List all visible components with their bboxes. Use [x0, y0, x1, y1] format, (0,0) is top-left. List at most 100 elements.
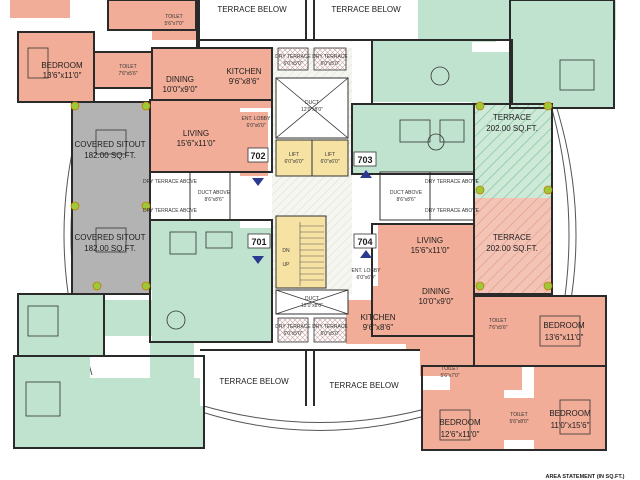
unit-markers	[247, 147, 377, 264]
toilet-label: TOILET	[510, 412, 527, 418]
entry-arrow-icon	[360, 170, 372, 178]
bedroom-size: 13'6"x11'0"	[545, 333, 584, 342]
terrace-below-bottom-right-area	[314, 350, 420, 406]
lift-size: 6'0"x6'0"	[284, 159, 303, 165]
terrace-below-label: TERRACE BELOW	[217, 5, 287, 14]
bedroom-label: BEDROOM	[543, 321, 585, 330]
terrace-below-top-left-area	[200, 0, 306, 40]
terrace-size: 202.00 SQ.FT.	[486, 244, 538, 253]
dry-terrace-size: 6'0"x5'0"	[283, 61, 302, 67]
walls	[13, 0, 615, 451]
dining-label: DINING	[422, 287, 450, 296]
duct-above-label: DUCT ABOVE	[198, 190, 231, 196]
dry-terrace-above-label: DRY TERRACE ABOVE	[425, 208, 480, 214]
toilet-size: 5'6"x7'0"	[440, 373, 459, 379]
bedroom-label: BEDROOM	[41, 61, 83, 70]
dry-terrace-size: 6'0"x5'0"	[320, 61, 339, 67]
central-core	[149, 47, 475, 343]
entry-arrow-icon	[360, 250, 372, 258]
dining-label: DINING	[166, 75, 194, 84]
ent-lobby-size: 6'0"x6'0"	[246, 123, 265, 129]
kitchen-label: KITCHEN	[226, 67, 261, 76]
ent-lobby-size: 6'0"x6'0"	[356, 275, 375, 281]
dry-terrace-label: DRY TERRACE	[312, 324, 348, 330]
dining-size: 10'0"x9'0"	[163, 85, 198, 94]
bedroom-label: BEDROOM	[439, 418, 481, 427]
covered-sitout-2	[72, 194, 150, 294]
stair-dn-label: DN	[282, 248, 290, 254]
bedroom-size: 11'0"x15'6"	[551, 421, 590, 430]
kitchen-size: 9'6"x8'6"	[363, 323, 394, 332]
unit-704-area	[346, 224, 606, 450]
terrace-2	[474, 198, 552, 294]
dry-terrace-label: DRY TERRACE	[275, 324, 311, 330]
terrace-below-label: TERRACE BELOW	[219, 377, 289, 386]
duct-size: 12'0"x8'0"	[301, 303, 323, 309]
area-statement-label: AREA STATEMENT (IN SQ.FT.)	[545, 474, 624, 480]
kitchen-size: 9'6"x8'6"	[229, 77, 260, 86]
dry-terrace-size: 6'0"x5'0"	[320, 331, 339, 337]
living-size: 15'6"x11'0"	[177, 139, 216, 148]
duct-label: DUCT	[305, 296, 319, 302]
terrace-label: TERRACE	[493, 233, 531, 242]
duct-label: DUCT	[305, 100, 319, 106]
terrace-below-bottom-left-area	[200, 350, 306, 406]
covered-sitout-size: 182.00 SQ.FT.	[84, 244, 136, 253]
dry-terrace-size: 6'0"x5'0"	[283, 331, 302, 337]
dry-terrace-label: DRY TERRACE	[275, 54, 311, 60]
entry-arrow-icon	[252, 178, 264, 186]
covered-sitout-label: COVERED SITOUT	[75, 233, 146, 242]
bedroom-label: BEDROOM	[549, 409, 591, 418]
terrace-below-label: TERRACE BELOW	[329, 381, 399, 390]
kitchen-label: KITCHEN	[360, 313, 395, 322]
lift-label: LIFT	[325, 152, 335, 158]
covered-sitout-1	[72, 102, 150, 194]
living-label: LIVING	[183, 129, 209, 138]
toilet-size: 5'6"x7'0"	[164, 21, 183, 27]
lift-size: 6'0"x6'0"	[320, 159, 339, 165]
terrace-label: TERRACE	[493, 113, 531, 122]
dry-terrace-above-label: DRY TERRACE ABOVE	[143, 208, 198, 214]
toilet-label: TOILET	[165, 14, 182, 20]
terrace-size: 202.00 SQ.FT.	[486, 124, 538, 133]
covered-sitout-label: COVERED SITOUT	[75, 140, 146, 149]
unit-number-703: 703	[357, 155, 372, 165]
dry-terrace-label: DRY TERRACE	[312, 54, 348, 60]
lift-label: LIFT	[289, 152, 299, 158]
duct-above-size: 8'6"x8'6"	[396, 197, 415, 203]
unit-703-area	[352, 0, 616, 174]
living-label: LIVING	[417, 236, 443, 245]
ent-lobby-label: ENT. LOBBY	[242, 116, 272, 122]
terrace-below-label: TERRACE BELOW	[331, 5, 401, 14]
duct-above-size: 8'6"x8'6"	[204, 197, 223, 203]
toilet-label: TOILET	[489, 318, 506, 324]
toilet-label: TOILET	[119, 64, 136, 70]
toilet-size: 7'6"x5'6"	[488, 325, 507, 331]
unit-702-area	[10, 0, 272, 176]
unit-number-701: 701	[251, 237, 266, 247]
furniture	[25, 47, 595, 441]
unit-number-704: 704	[357, 237, 372, 247]
living-size: 15'6"x11'0"	[411, 246, 450, 255]
covered-sitout-size: 182.00 SQ.FT.	[84, 151, 136, 160]
unit-number-702: 702	[250, 151, 265, 161]
bedroom-size: 12'6"x11'0"	[441, 430, 480, 439]
ent-lobby-label: ENT. LOBBY	[352, 268, 382, 274]
dry-terrace-above-label: DRY TERRACE ABOVE	[143, 179, 198, 185]
toilet-size: 7'6"x5'6"	[118, 71, 137, 77]
terrace-1	[474, 104, 552, 198]
unit-701-area	[14, 220, 272, 448]
dry-terrace-above-label: DRY TERRACE ABOVE	[425, 179, 480, 185]
bedroom-size: 13'6"x11'0"	[43, 71, 82, 80]
plant-icons	[70, 101, 553, 291]
entry-arrow-icon	[252, 256, 264, 264]
duct-size: 12'0"x8'0"	[301, 107, 323, 113]
terrace-below-top-right-area	[314, 0, 418, 40]
toilet-size: 5'6"x8'0"	[509, 419, 528, 425]
duct-above-label: DUCT ABOVE	[390, 190, 423, 196]
toilet-label: TOILET	[441, 366, 458, 372]
bedroom-tl-fill	[18, 32, 94, 102]
stair-up-label: UP	[283, 262, 291, 268]
dining-size: 10'0"x9'0"	[419, 297, 454, 306]
